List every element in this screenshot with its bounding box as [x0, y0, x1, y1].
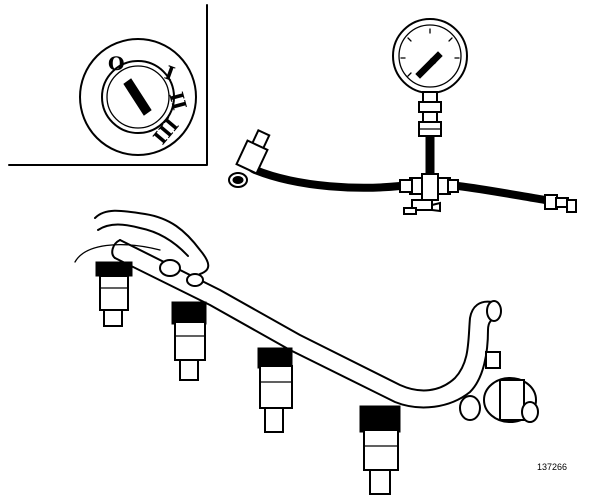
ignition-switch: O I II III [79, 38, 197, 156]
fuel-rail [74, 209, 502, 409]
t-fitting-left-nut [399, 179, 413, 193]
rail-end-cap [486, 300, 502, 322]
quick-connector [228, 128, 271, 188]
rail-clip [186, 273, 204, 287]
gauge-tick [448, 37, 453, 42]
pressure-regulator [459, 351, 539, 423]
rail-left-end [111, 239, 121, 259]
return-tube-lower [97, 223, 189, 257]
t-fitting-center [421, 173, 439, 201]
return-tube-upper [94, 209, 210, 275]
bleed-valve-tip [431, 201, 441, 213]
gauge-stem [422, 91, 438, 103]
hose-to-connector [245, 158, 401, 192]
bleed-valve-knob [403, 207, 417, 215]
injector-4 [359, 405, 401, 495]
gauge-nut [418, 101, 442, 113]
injector-body [99, 275, 129, 311]
pressure-gauge [392, 18, 468, 137]
inset-frame [8, 4, 208, 166]
injector-body [259, 365, 293, 409]
rail-clip [159, 259, 181, 277]
fitting-end [566, 199, 577, 213]
regulator-neck [485, 351, 501, 369]
gauge-tick [407, 37, 412, 42]
gauge-stem-lower [422, 111, 438, 123]
connector-body [235, 139, 269, 175]
gauge-needle-hub [429, 57, 437, 65]
injector-3 [257, 347, 293, 433]
injector-body [363, 429, 399, 471]
ignition-switch-inset: O I II III [8, 4, 208, 166]
figure-reference-number: 137266 [537, 462, 568, 472]
connector-bore [232, 176, 244, 184]
injector-nozzle [369, 469, 391, 495]
injector-1 [95, 261, 133, 327]
rail-top-edge [119, 239, 493, 392]
injector-connector [359, 405, 401, 433]
t-fitting [399, 173, 459, 215]
injector-nozzle [103, 309, 123, 327]
injector-body [174, 321, 206, 361]
regulator-cap [499, 379, 525, 421]
gauge-face [398, 24, 462, 88]
t-fitting-right-nut [447, 179, 459, 193]
rail-bottom-edge [114, 257, 497, 409]
ignition-switch-inner-ring [106, 65, 170, 129]
regulator-port [521, 401, 539, 423]
injector-connector [171, 301, 207, 325]
position-label-2: II [164, 90, 190, 113]
fuel-line-fitting [544, 194, 577, 213]
injector-2 [171, 301, 207, 381]
hose-to-fuel-line [457, 182, 546, 204]
regulator-vacuum-port [459, 395, 481, 421]
injector-nozzle [179, 359, 199, 381]
injector-nozzle [264, 407, 284, 433]
position-label-off: O [108, 53, 125, 75]
key-slot [123, 78, 152, 116]
gauge-tick [407, 72, 412, 77]
wire-loop [74, 244, 161, 263]
injector-connector [95, 261, 133, 277]
